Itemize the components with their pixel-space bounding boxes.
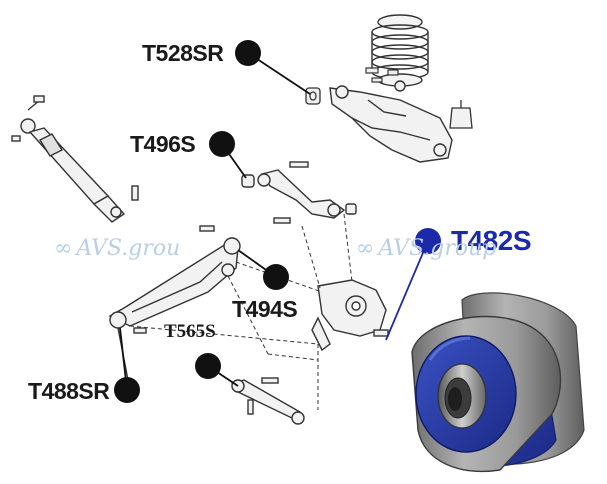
- label-t565s: T565S: [164, 321, 216, 342]
- shock-absorber: [11, 95, 139, 223]
- marker-t528sr: [235, 40, 261, 66]
- marker-t488sr: [114, 377, 140, 403]
- marker-t482s: [415, 228, 441, 254]
- label-t494s: T494S: [232, 296, 298, 322]
- bolts-top: [365, 67, 399, 83]
- label-t488sr: T488SR: [28, 378, 110, 404]
- bushing-t482s-large: [411, 292, 585, 473]
- marker-t494s: [263, 264, 289, 290]
- infinity-icon: ∞: [54, 236, 73, 261]
- watermark-right: ∞AVS.group: [356, 236, 496, 261]
- rubber-bumper: [449, 100, 473, 129]
- knuckle: [311, 279, 389, 352]
- infinity-icon: ∞: [356, 236, 375, 261]
- watermark-text-left: AVS.grou: [76, 236, 181, 261]
- lateral-link-upper: [241, 161, 357, 224]
- watermark-text-right: AVS.group: [378, 236, 497, 261]
- label-t496s: T496S: [130, 131, 196, 157]
- coil-spring: [371, 14, 429, 87]
- toe-link: [230, 377, 305, 425]
- marker-t496s: [209, 131, 235, 157]
- bushing-t528sr: [305, 87, 321, 105]
- leader-line-t482s: [385, 240, 429, 341]
- marker-t565s: [195, 353, 221, 379]
- lower-control-arm: [108, 225, 241, 381]
- label-t528sr: T528SR: [142, 40, 224, 66]
- trailing-arm: [329, 80, 453, 163]
- label-t482s: T482S: [451, 225, 532, 256]
- watermark-left: ∞AVS.grou: [54, 236, 180, 261]
